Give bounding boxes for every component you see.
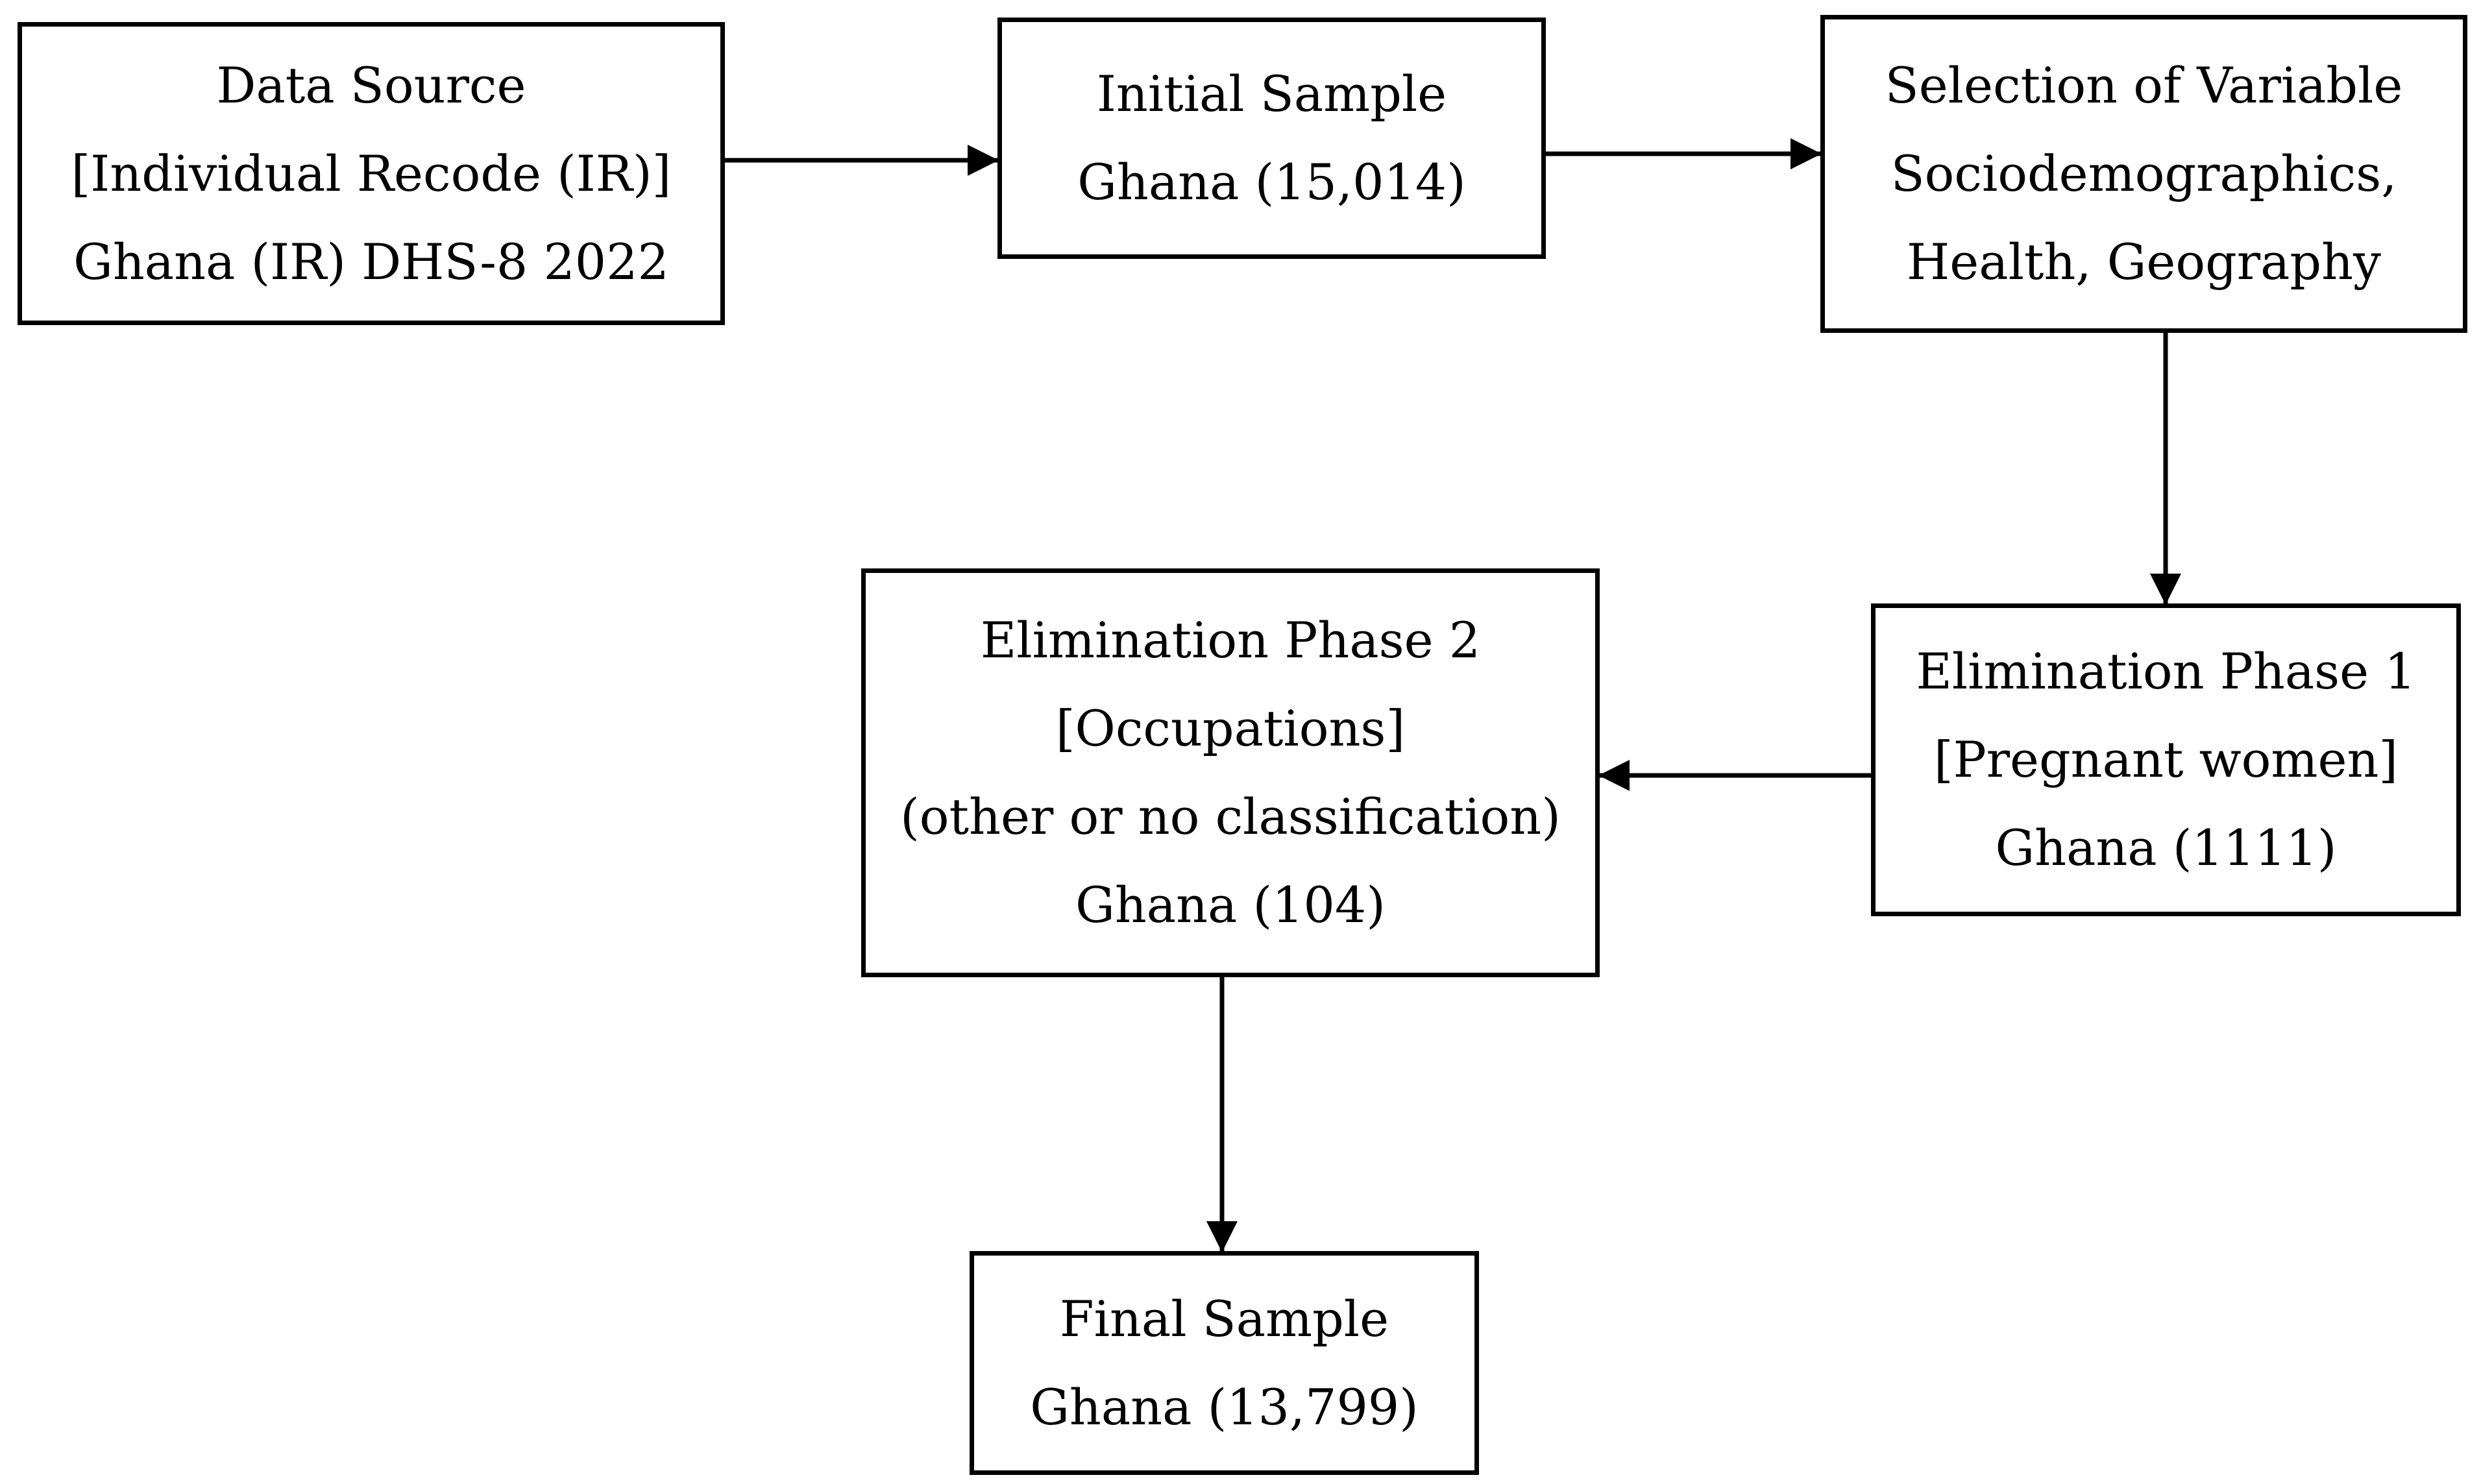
elimination-2-line-1: Elimination Phase 2 [980,611,1481,669]
selection-line-2: Sociodemographics, [1890,145,2397,202]
initial-sample-line-1: Initial Sample [1096,65,1447,123]
elimination-1-line-1: Elimination Phase 1 [1916,642,2416,700]
data-source-line-1: Data Source [216,56,526,114]
final-sample-line-2: Ghana (13,799) [1030,1378,1419,1436]
selection-line-3: Health, Geography [1907,233,2381,291]
selection-line-1: Selection of Variable [1885,56,2403,114]
elimination-1-line-2: [Pregnant women] [1933,731,2399,788]
data-source-line-2: [Individual Recode (IR)] [71,144,672,202]
final-sample-box: Final Sample Ghana (13,799) [970,1251,1479,1475]
elimination-1-line-3: Ghana (1111) [1995,819,2337,877]
selection-of-variable-box: Selection of Variable Sociodemographics,… [1820,15,2467,333]
elimination-2-line-2: [Occupations] [1055,699,1406,757]
final-sample-line-1: Final Sample [1059,1289,1389,1348]
data-source-line-3: Ghana (IR) DHS-8 2022 [73,232,669,291]
elimination-2-line-3: (other or no classification) [900,788,1561,845]
elimination-phase-2-box: Elimination Phase 2 [Occupations] (other… [861,568,1600,977]
elimination-2-line-4: Ghana (104) [1075,876,1386,934]
initial-sample-box: Initial Sample Ghana (15,014) [997,18,1546,259]
elimination-phase-1-box: Elimination Phase 1 [Pregnant women] Gha… [1871,603,2461,916]
data-source-box: Data Source [Individual Recode (IR)] Gha… [18,22,725,325]
initial-sample-line-2: Ghana (15,014) [1077,153,1466,211]
